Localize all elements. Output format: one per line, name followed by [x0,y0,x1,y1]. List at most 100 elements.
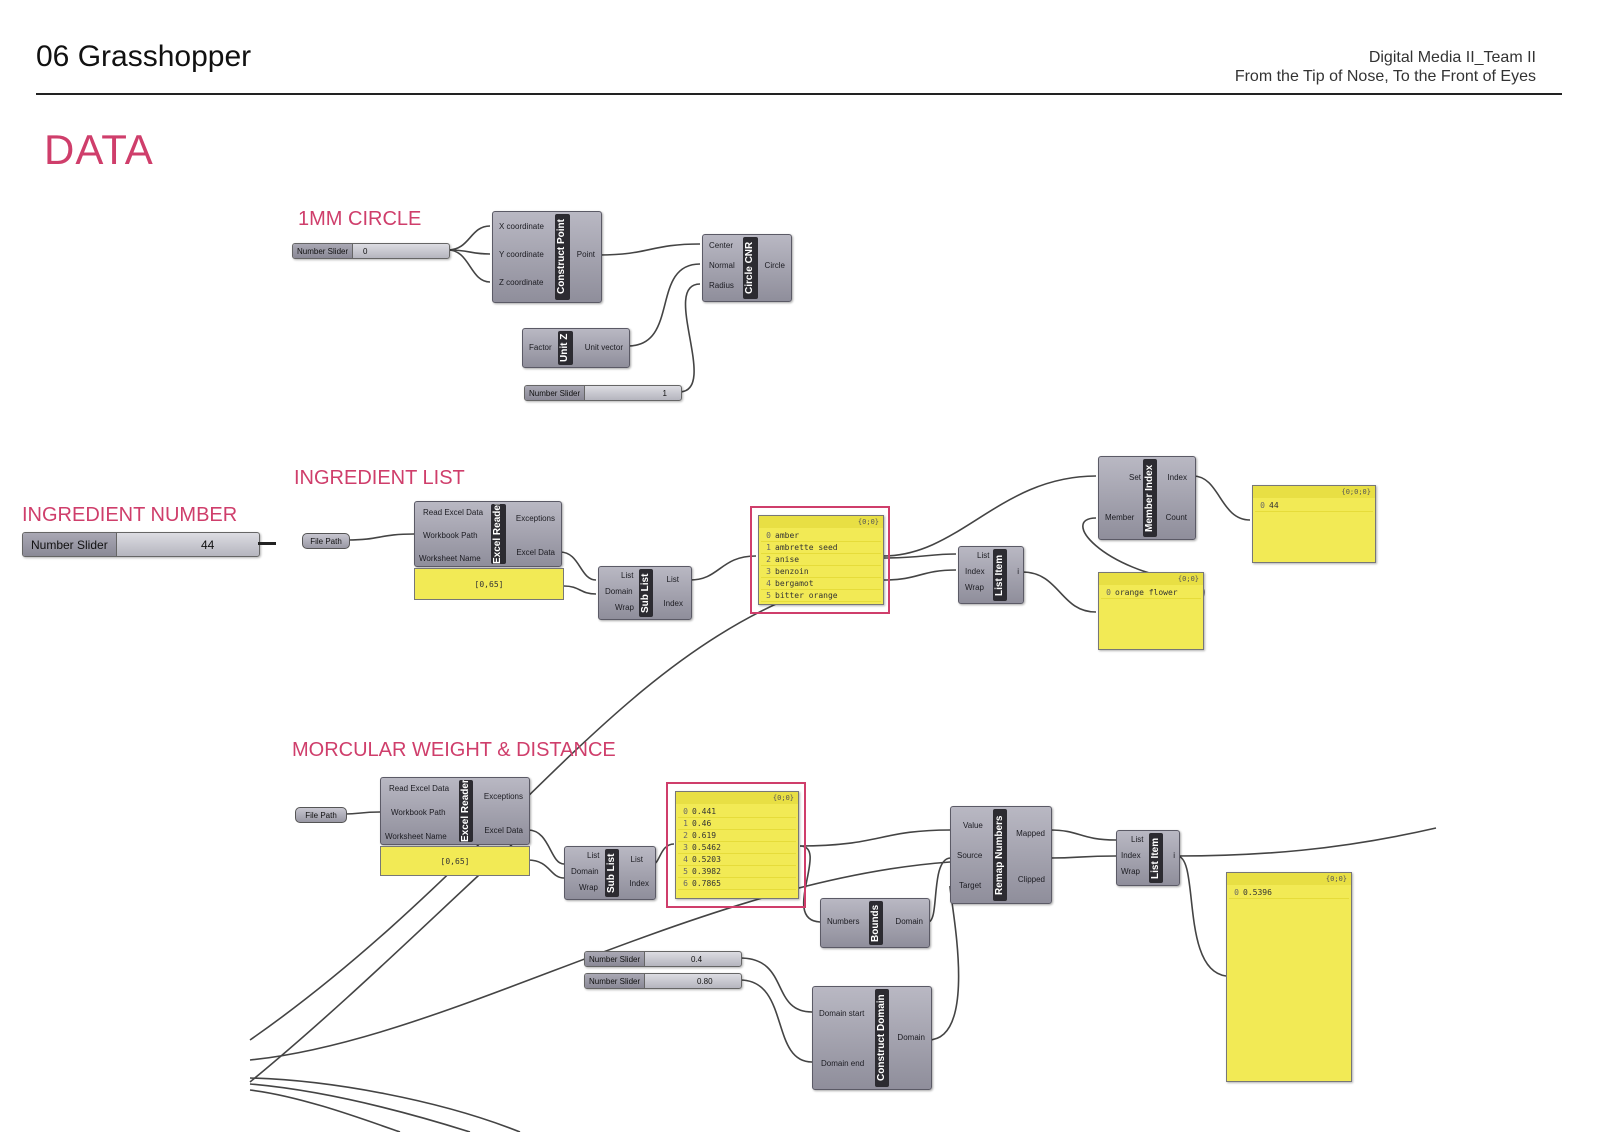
input-x-coordinate[interactable]: X coordinate [499,222,544,231]
component-title: Construct Domain [875,989,889,1087]
output-excel-data[interactable]: Excel Data [484,826,523,835]
input-set[interactable]: Set [1129,473,1142,482]
number-slider-ingredient[interactable]: Number Slider 44 [22,532,260,557]
input-read-excel-data[interactable]: Read Excel Data [389,784,450,793]
output-exceptions[interactable]: Exceptions [515,514,555,523]
circle-cnr-component[interactable]: Center Normal Radius Circle CNR Circle [702,234,792,302]
output-domain[interactable]: Domain [895,917,923,926]
wire [249,1077,521,1132]
component-title: Construct Point [555,214,570,300]
file-path-parameter[interactable]: File Path [302,533,350,549]
output-index[interactable]: Index [663,599,683,608]
slider-value: 44 [201,537,215,552]
number-slider-target-max[interactable]: Number Slider 0.80 [584,973,742,989]
input-domain[interactable]: Domain [571,867,599,876]
output-index[interactable]: Index [1167,473,1187,482]
input-source[interactable]: Source [957,851,983,860]
output-index[interactable]: Index [629,879,649,888]
output-exceptions[interactable]: Exceptions [483,792,523,801]
panel-path: {0;0} [1325,875,1347,883]
excel-reader-component-2[interactable]: Read Excel Data Workbook Path Worksheet … [380,777,530,845]
input-wrap[interactable]: Wrap [615,603,634,612]
number-slider-target-min[interactable]: Number Slider 0.4 [584,951,742,967]
group-label-molecular: MORCULAR WEIGHT & DISTANCE [292,739,616,761]
output-excel-data[interactable]: Excel Data [516,548,555,557]
input-radius[interactable]: Radius [709,281,734,290]
output-list[interactable]: List [666,575,679,584]
excel-reader-component-1[interactable]: Read Excel Data Workbook Path Worksheet … [414,501,562,567]
number-slider-circle[interactable]: Number Slider 0 [292,243,450,259]
wire [347,533,415,541]
input-center[interactable]: Center [709,241,734,250]
sub-list-component-1[interactable]: List Domain Wrap Sub List List Index [598,566,692,620]
input-domain[interactable]: Domain [605,587,633,596]
output-point[interactable]: Point [576,250,595,259]
input-worksheet-name[interactable]: Worksheet Name [385,832,447,841]
remap-numbers-component[interactable]: Value Source Target Remap Numbers Mapped… [950,806,1052,904]
input-worksheet-name[interactable]: Worksheet Name [419,554,481,563]
output-domain[interactable]: Domain [897,1033,925,1042]
file-path-parameter[interactable]: File Path [295,807,347,823]
input-list[interactable]: List [1131,835,1144,844]
output-item[interactable]: i [1017,567,1019,576]
input-list[interactable]: List [587,851,600,860]
input-read-excel-data[interactable]: Read Excel Data [423,508,484,517]
slider-value: 0.4 [691,954,703,964]
output-item[interactable]: i [1173,851,1175,860]
output-circle[interactable]: Circle [764,261,785,270]
header-divider [36,93,1562,95]
input-factor[interactable]: Factor [529,343,552,352]
output-mapped[interactable]: Mapped [1016,829,1045,838]
input-y-coordinate[interactable]: Y coordinate [499,250,544,259]
wire [344,811,381,815]
construct-domain-component[interactable]: Domain start Domain end Construct Domain… [812,986,932,1090]
input-normal[interactable]: Normal [709,261,735,270]
component-title: Bounds [869,901,883,945]
input-workbook-path[interactable]: Workbook Path [423,531,478,540]
excel-range-panel-2[interactable]: [0,65] [380,846,530,876]
output-count[interactable]: Count [1165,513,1187,522]
list-item-component-1[interactable]: List Index Wrap List Item i [958,546,1024,604]
output-unit-vector[interactable]: Unit vector [584,343,623,352]
input-numbers[interactable]: Numbers [827,917,860,926]
input-wrap[interactable]: Wrap [1121,867,1140,876]
wire [689,555,757,581]
input-member[interactable]: Member [1105,513,1135,522]
input-list[interactable]: List [977,551,990,560]
construct-point-component[interactable]: X coordinate Y coordinate Z coordinate C… [492,211,602,303]
section-title: Grasshopper [77,40,252,73]
list-item-component-2[interactable]: List Index Wrap List Item i [1116,830,1180,886]
wire [598,243,701,256]
unit-z-component[interactable]: Factor Unit Z Unit vector [522,328,630,368]
input-wrap[interactable]: Wrap [965,583,984,592]
ingredient-panel-highlight [750,506,890,614]
input-list[interactable]: List [621,571,634,580]
bounds-component[interactable]: Numbers Bounds Domain [820,898,930,948]
input-index[interactable]: Index [965,567,985,576]
input-index[interactable]: Index [1121,851,1141,860]
input-domain-end[interactable]: Domain end [821,1059,865,1068]
output-clipped[interactable]: Clipped [1017,875,1045,884]
input-z-coordinate[interactable]: Z coordinate [499,278,544,287]
sub-list-component-2[interactable]: List Domain Wrap Sub List List Index [564,846,656,900]
input-domain-start[interactable]: Domain start [819,1009,865,1018]
input-target[interactable]: Target [959,881,982,890]
output-list[interactable]: List [630,855,643,864]
member-index-component[interactable]: Set Member Member Index Index Count [1098,456,1196,540]
excel-range-panel-1[interactable]: [0,65] [414,568,564,600]
number-slider-radius[interactable]: Number Slider 1 [524,385,682,401]
panel-header [1253,486,1375,498]
input-value[interactable]: Value [963,821,983,830]
wire [739,957,813,1013]
input-workbook-path[interactable]: Workbook Path [391,808,446,817]
input-wrap[interactable]: Wrap [579,883,598,892]
